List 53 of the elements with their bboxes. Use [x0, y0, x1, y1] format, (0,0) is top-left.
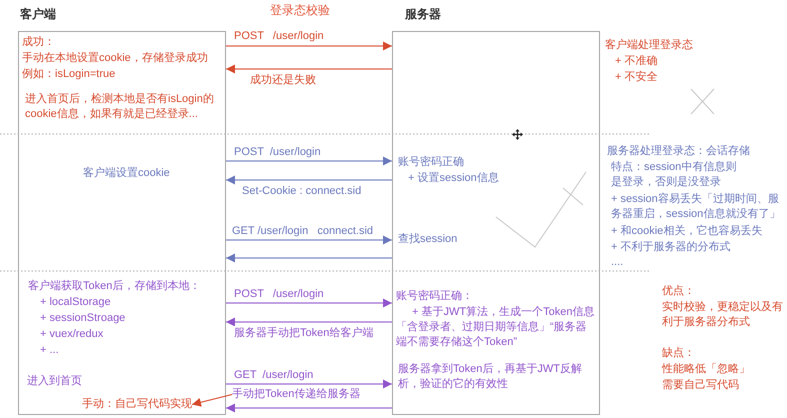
arrow — [226, 236, 392, 244]
list-item: + session容易丢失「过期时间、服务器重启，session信息就没有了」 — [611, 192, 782, 222]
list-item: + vuex/redux — [40, 327, 104, 342]
section-heading: 客户端处理登录态 — [605, 38, 693, 53]
note-text: 客户端设置cookie — [83, 166, 170, 181]
arrow — [226, 42, 392, 50]
arrow — [226, 254, 392, 262]
list-item: + localStorage — [40, 295, 111, 310]
leader-arrow — [192, 394, 232, 407]
diagram-title: 登录态校验 — [270, 3, 330, 18]
arrow — [226, 176, 392, 184]
note-text: 需要自己写代码 — [662, 378, 739, 393]
list-item: + ... — [40, 343, 59, 358]
list-item: + 不利于服务器的分布式 — [611, 240, 730, 255]
arrow-label: POST /user/login — [232, 145, 323, 160]
arrow-label: 手动把Token传递给服务器 — [232, 387, 360, 402]
list-item: + 设置session信息 — [408, 171, 499, 186]
list-item: + 基于JWT算法，生成一个Token信息「含登录者、过期日期等信息」“服务器端不需要存储这个Token” — [396, 305, 596, 350]
list-item: + 和cookie相关，它也容易丢失 — [611, 224, 762, 239]
arrow-label: GET /user/login connect.sid — [230, 224, 376, 239]
note-text: 手动在本地设置cookie，存储登录成功 — [22, 51, 208, 66]
note-text: 进入到首页 — [27, 374, 82, 389]
arrow — [226, 404, 392, 412]
note-text: .... — [611, 255, 624, 270]
section-heading: 优点： — [662, 284, 695, 299]
section-heading: 缺点： — [662, 346, 695, 361]
section-heading: 服务器处理登录态：会话存储 — [607, 144, 750, 159]
arrow — [226, 318, 392, 326]
column-heading: 服务器 — [405, 6, 441, 22]
note-text: 特点：session中有信息则是登录，否则是没登录 — [611, 160, 738, 190]
arrow — [226, 298, 392, 308]
note-text: 性能略低「忽略」 — [662, 362, 750, 377]
arrow-label: POST /user/login — [232, 287, 326, 302]
arrow — [226, 64, 392, 74]
note-text: 例如：isLogin=true — [22, 67, 116, 82]
note-text: 进入首页后，检测本地是否有isLogin的cookie信息，如果有就是已经登录... — [25, 92, 215, 122]
note-text: 查找session — [398, 232, 458, 247]
arrow — [226, 156, 392, 166]
column-heading: 客户端 — [20, 6, 56, 22]
arrow-label: GET /user/login — [232, 368, 316, 383]
arrow-label: 成功还是失败 — [248, 73, 318, 88]
annotation-text: 手动：自己写代码实现 — [82, 397, 192, 412]
section-heading: 客户端获取Token后，存储到本地： — [28, 279, 200, 294]
arrow — [226, 380, 392, 388]
list-item: + sessionStroage — [40, 311, 126, 326]
list-item: + 不安全 — [615, 70, 658, 85]
arrow-label: POST /user/login — [232, 29, 326, 44]
note-text: 服务器拿到Token后，再基于JWT反解析，验证的它的有效性 — [398, 362, 583, 392]
note-text: 实时校验，更稳定以及有利于服务器分布式 — [662, 300, 784, 330]
section-heading: 成功： — [22, 35, 55, 50]
list-item: + 不准确 — [615, 54, 658, 69]
note-text: 账号密码正确 — [398, 155, 464, 170]
note-text: 账号密码正确： — [396, 289, 473, 304]
